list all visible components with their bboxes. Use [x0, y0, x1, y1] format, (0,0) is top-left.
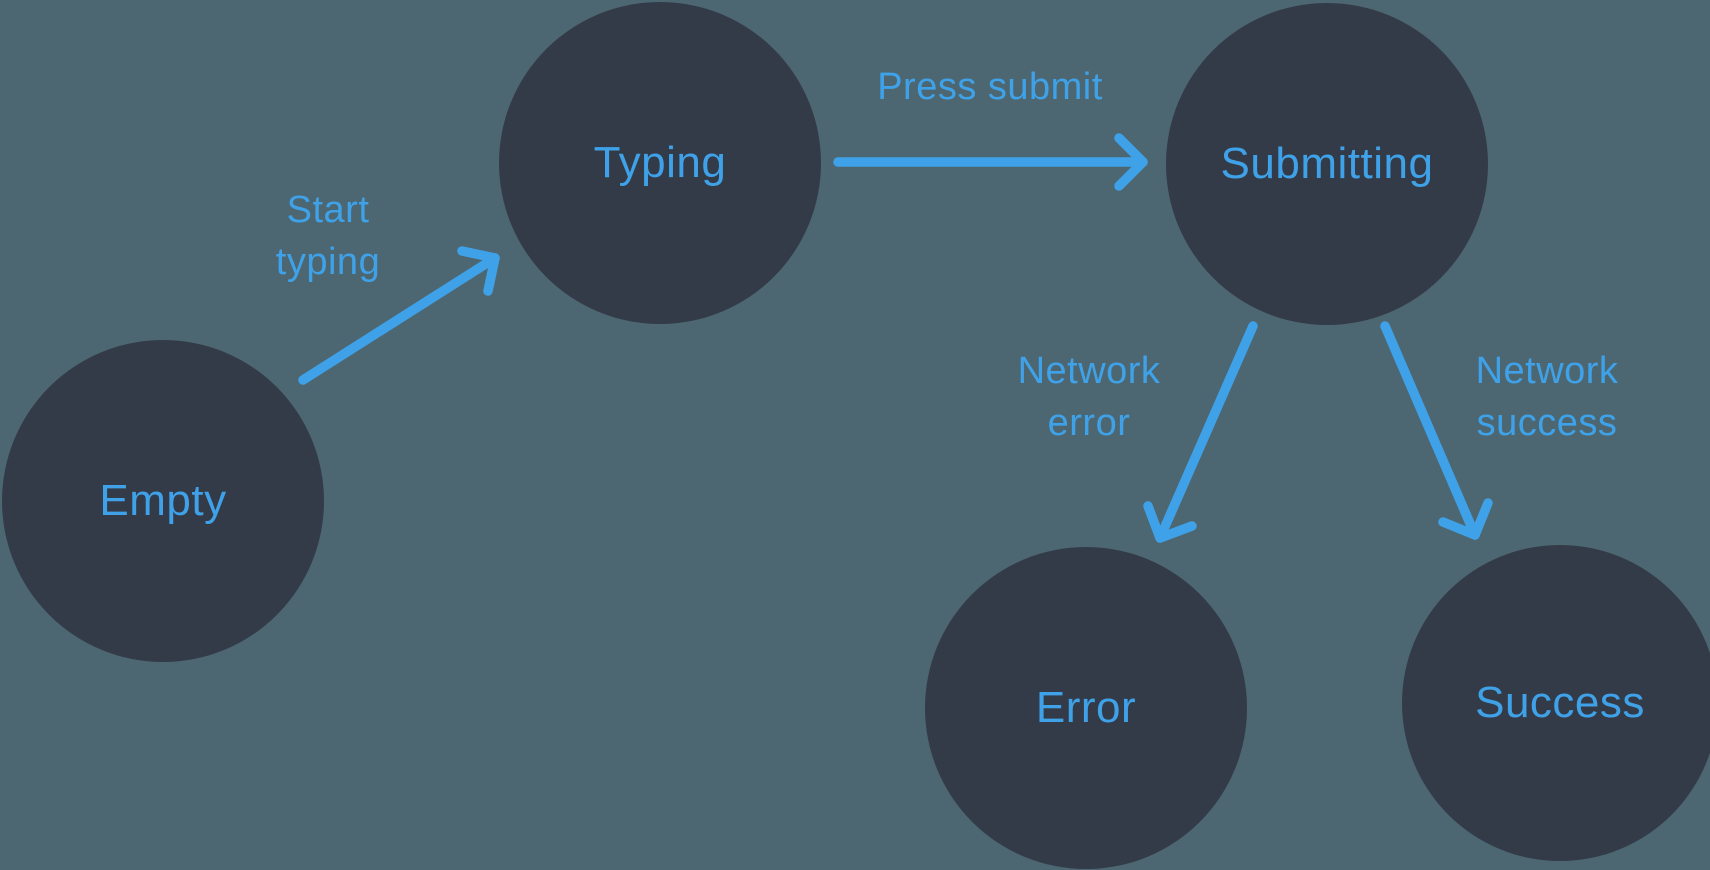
state-label-typing: Typing	[593, 138, 727, 187]
edge-label-network-error: Network error	[1017, 350, 1161, 444]
state-node-empty: Empty	[2, 340, 324, 662]
state-node-submitting: Submitting	[1166, 3, 1488, 325]
state-node-error: Error	[925, 547, 1247, 869]
edge-label-start-typing: Start typing	[275, 189, 381, 283]
state-label-submitting: Submitting	[1220, 139, 1434, 188]
state-label-empty: Empty	[99, 476, 227, 525]
state-node-typing: Typing	[499, 2, 821, 324]
edge-label-press-submit: Press submit	[877, 66, 1103, 108]
state-node-success: Success	[1402, 545, 1710, 861]
state-label-success: Success	[1475, 678, 1645, 727]
state-label-error: Error	[1035, 683, 1137, 732]
edge-label-network-success: Network success	[1475, 350, 1619, 444]
arrow-press-submit	[833, 133, 1148, 191]
